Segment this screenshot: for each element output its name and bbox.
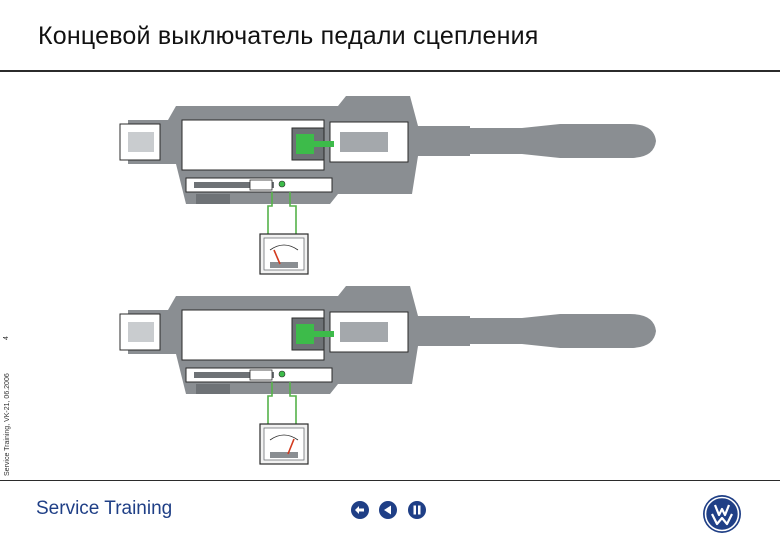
back-arrow-icon[interactable] bbox=[350, 500, 370, 520]
bottom-assembly bbox=[119, 285, 657, 465]
footer-divider bbox=[0, 480, 780, 481]
previous-arrow-icon[interactable] bbox=[378, 500, 398, 520]
page-title: Концевой выключатель педали сцепления bbox=[38, 22, 539, 50]
meter-needle bbox=[273, 249, 281, 265]
pause-icon[interactable] bbox=[407, 500, 427, 520]
vw-logo-icon bbox=[703, 495, 741, 533]
top-assembly bbox=[119, 95, 657, 275]
meter-needle bbox=[287, 438, 295, 455]
title-divider bbox=[0, 70, 780, 72]
brand-label: Service Training bbox=[36, 498, 173, 519]
